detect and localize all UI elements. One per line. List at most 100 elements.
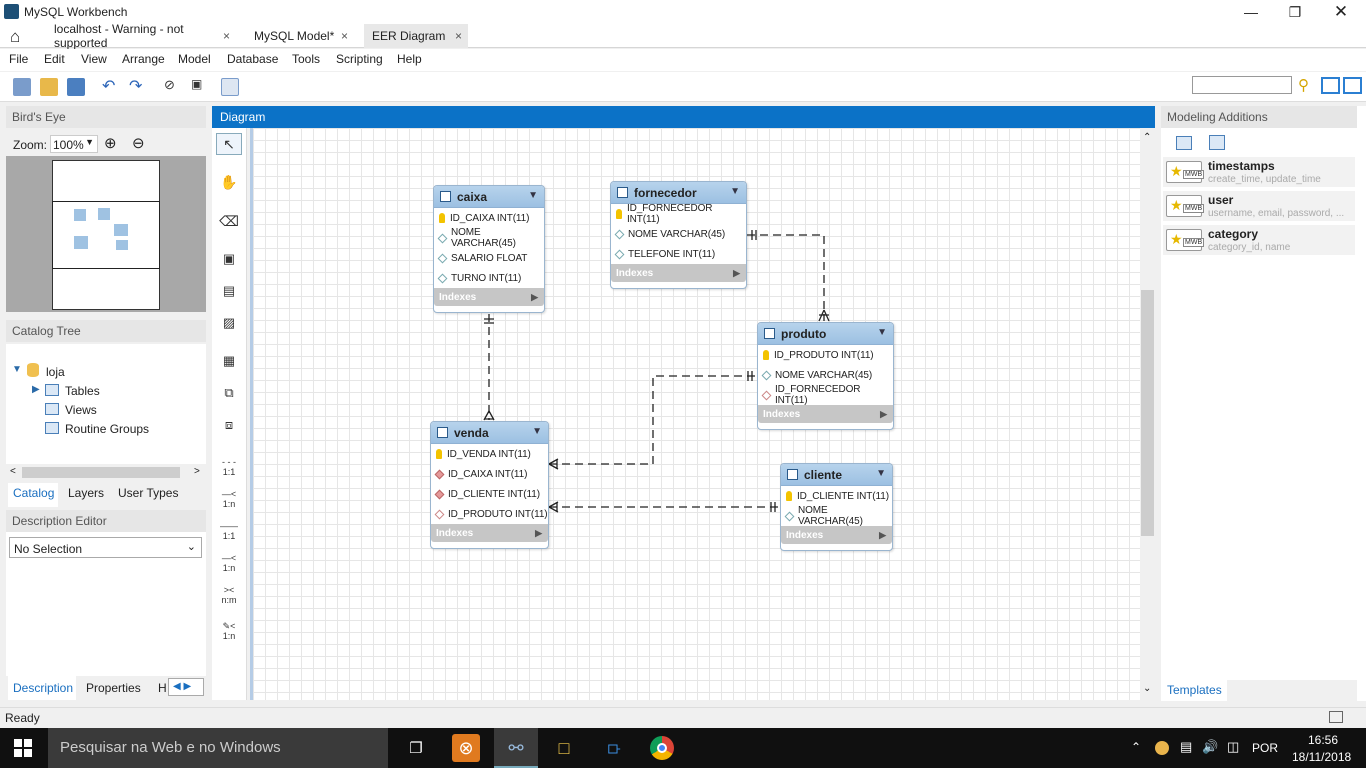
column-row[interactable]: NOME VARCHAR(45) bbox=[758, 365, 893, 385]
column-row[interactable]: ID_PRODUTO INT(11) bbox=[431, 504, 548, 524]
clock-date[interactable]: 18/11/2018 bbox=[1292, 750, 1352, 764]
column-row[interactable]: NOME VARCHAR(45) bbox=[611, 224, 746, 244]
column-row[interactable]: ID_FORNECEDOR INT(11) bbox=[611, 203, 746, 225]
indexes-section[interactable]: Indexes▶ bbox=[781, 526, 892, 544]
relationship-1-n-identifying-tool[interactable]: —<1:n bbox=[216, 552, 242, 574]
entity-header[interactable]: venda▼ bbox=[431, 422, 548, 444]
collapse-arrow-icon[interactable]: ▼ bbox=[877, 327, 887, 338]
expand-arrow-icon[interactable]: ▶ bbox=[879, 529, 886, 540]
column-row[interactable]: ID_FORNECEDOR INT(11) bbox=[758, 384, 893, 406]
column-row[interactable]: TELEFONE INT(11) bbox=[611, 244, 746, 264]
undo-icon[interactable]: ↶ bbox=[102, 78, 116, 95]
entity-header[interactable]: cliente▼ bbox=[781, 464, 892, 486]
output-panel-icon[interactable] bbox=[1329, 711, 1343, 723]
taskbar-search[interactable]: Pesquisar na Web e no Windows bbox=[48, 728, 388, 768]
tab-history[interactable]: H bbox=[158, 681, 167, 695]
diagram-vscrollbar[interactable]: ⌃ ⌄ bbox=[1140, 128, 1155, 700]
tab-catalog[interactable]: Catalog bbox=[8, 483, 58, 507]
tree-item-routine-groups[interactable]: Routine Groups bbox=[65, 422, 150, 436]
entity-caixa[interactable]: caixa▼ ID_CAIXA INT(11) NOME VARCHAR(45)… bbox=[433, 185, 545, 313]
toggle-sidebar-icon[interactable] bbox=[1321, 77, 1340, 94]
scroll-thumb[interactable] bbox=[22, 467, 180, 478]
diagram-canvas[interactable]: caixa▼ ID_CAIXA INT(11) NOME VARCHAR(45)… bbox=[250, 128, 1140, 700]
close-tab-icon[interactable]: × bbox=[222, 29, 230, 43]
menu-arrange[interactable]: Arrange bbox=[122, 52, 165, 66]
action-center-icon[interactable]: ◫ bbox=[1227, 739, 1240, 754]
column-row[interactable]: ID_VENDA INT(11) bbox=[431, 444, 548, 464]
column-row[interactable]: ID_CLIENTE INT(11) bbox=[431, 484, 548, 504]
scroll-thumb[interactable] bbox=[1141, 290, 1154, 536]
menu-file[interactable]: File bbox=[9, 52, 29, 66]
new-diagram-icon[interactable] bbox=[221, 78, 239, 96]
visual-studio-code-icon[interactable]: ⟥ bbox=[607, 737, 621, 758]
menu-scripting[interactable]: Scripting bbox=[336, 52, 383, 66]
windows-start-icon[interactable] bbox=[14, 739, 32, 757]
tab-properties[interactable]: Properties bbox=[86, 681, 141, 695]
file-explorer-icon[interactable]: □ bbox=[558, 737, 570, 758]
restore-button[interactable]: ❐ bbox=[1288, 3, 1302, 20]
column-row[interactable]: TURNO INT(11) bbox=[434, 268, 544, 288]
collapse-arrow-icon[interactable]: ▼ bbox=[532, 426, 542, 437]
zoom-select[interactable]: 100%▼ bbox=[50, 135, 98, 153]
menu-tools[interactable]: Tools bbox=[292, 52, 321, 66]
tab-description[interactable]: Description bbox=[8, 676, 76, 700]
expand-arrow-icon[interactable]: ▶ bbox=[880, 408, 887, 419]
image-tool-icon[interactable]: ▨ bbox=[222, 315, 236, 330]
relationship-1-1-tool[interactable]: - - -1:1 bbox=[216, 456, 242, 478]
tab-localhost[interactable]: localhost - Warning - not supported × bbox=[46, 22, 236, 50]
collapse-arrow-icon[interactable]: ▼ bbox=[730, 186, 740, 197]
toggle-secondary-sidebar-icon[interactable] bbox=[1343, 77, 1362, 94]
network-icon[interactable]: ▤ bbox=[1180, 739, 1193, 754]
tab-user-types[interactable]: User Types bbox=[118, 486, 179, 500]
entity-fornecedor[interactable]: fornecedor▼ ID_FORNECEDOR INT(11) NOME V… bbox=[610, 181, 747, 289]
relationship-fornecedor-produto[interactable] bbox=[747, 234, 825, 321]
menu-edit[interactable]: Edit bbox=[44, 52, 65, 66]
task-view-icon[interactable]: ❐ bbox=[409, 740, 423, 757]
xampp-icon[interactable]: ⊗ bbox=[452, 734, 480, 762]
search-input[interactable] bbox=[1192, 76, 1292, 94]
tab-scroll-arrows[interactable]: ◀ ▶ bbox=[168, 678, 204, 696]
tree-item-views[interactable]: Views bbox=[65, 403, 97, 417]
clock-time[interactable]: 16:56 bbox=[1308, 733, 1339, 747]
tab-templates[interactable]: Templates bbox=[1161, 680, 1227, 701]
tray-app-icon[interactable] bbox=[1155, 741, 1169, 755]
indexes-section[interactable]: Indexes▶ bbox=[434, 288, 544, 306]
column-row[interactable]: ID_PRODUTO INT(11) bbox=[758, 345, 893, 365]
volume-icon[interactable]: 🔊 bbox=[1202, 739, 1219, 754]
template-timestamps[interactable]: ★MWB timestamps create_time, update_time bbox=[1163, 157, 1355, 187]
redo-icon[interactable]: ↷ bbox=[129, 78, 143, 95]
entity-cliente[interactable]: cliente▼ ID_CLIENTE INT(11) NOME VARCHAR… bbox=[780, 463, 893, 551]
relationship-existing-columns-tool[interactable]: ✎<1:n bbox=[216, 620, 242, 642]
view-tool-icon[interactable]: ⧉ bbox=[224, 385, 234, 400]
scroll-right-icon[interactable]: > bbox=[194, 466, 200, 477]
tab-eer-diagram[interactable]: EER Diagram × bbox=[364, 24, 468, 48]
expand-arrow-icon[interactable]: ▼ bbox=[12, 364, 22, 375]
relationship-venda-produto[interactable] bbox=[549, 375, 756, 465]
entity-header[interactable]: caixa▼ bbox=[434, 186, 544, 208]
zoom-out-icon[interactable]: ⊖ bbox=[132, 135, 145, 152]
catalog-hscrollbar[interactable]: < > bbox=[6, 464, 206, 481]
mysql-workbench-icon[interactable]: ⚯ bbox=[508, 737, 524, 758]
column-row[interactable]: NOME VARCHAR(45) bbox=[781, 505, 892, 527]
taskbar-workbench-active[interactable] bbox=[494, 728, 538, 768]
schema-name[interactable]: loja bbox=[46, 365, 65, 379]
eraser-tool-icon[interactable]: ⌫ bbox=[219, 212, 239, 229]
close-tab-icon[interactable]: × bbox=[454, 29, 462, 43]
birds-eye-canvas[interactable] bbox=[6, 156, 206, 312]
tree-item-tables[interactable]: Tables bbox=[65, 384, 100, 398]
routine-group-tool-icon[interactable]: ⧈ bbox=[224, 417, 234, 432]
search-icon[interactable]: ⚲ bbox=[1298, 77, 1309, 94]
chrome-icon[interactable] bbox=[650, 736, 674, 760]
template-user[interactable]: ★MWB user username, email, password, ... bbox=[1163, 191, 1355, 221]
layer-tool-icon[interactable]: ▣ bbox=[222, 251, 236, 266]
pointer-tool-icon[interactable]: ↖ bbox=[216, 133, 242, 155]
scroll-down-icon[interactable]: ⌄ bbox=[1143, 683, 1152, 694]
indexes-section[interactable]: Indexes▶ bbox=[431, 524, 548, 542]
close-tab-icon[interactable]: × bbox=[340, 29, 348, 43]
scroll-up-icon[interactable]: ⌃ bbox=[1143, 132, 1152, 143]
entity-header[interactable]: fornecedor▼ bbox=[611, 182, 746, 204]
column-row[interactable]: ID_CLIENTE INT(11) bbox=[781, 486, 892, 506]
menu-view[interactable]: View bbox=[81, 52, 107, 66]
align-grid-icon[interactable]: ▣ bbox=[191, 77, 203, 91]
entity-venda[interactable]: venda▼ ID_VENDA INT(11) ID_CAIXA INT(11)… bbox=[430, 421, 549, 549]
